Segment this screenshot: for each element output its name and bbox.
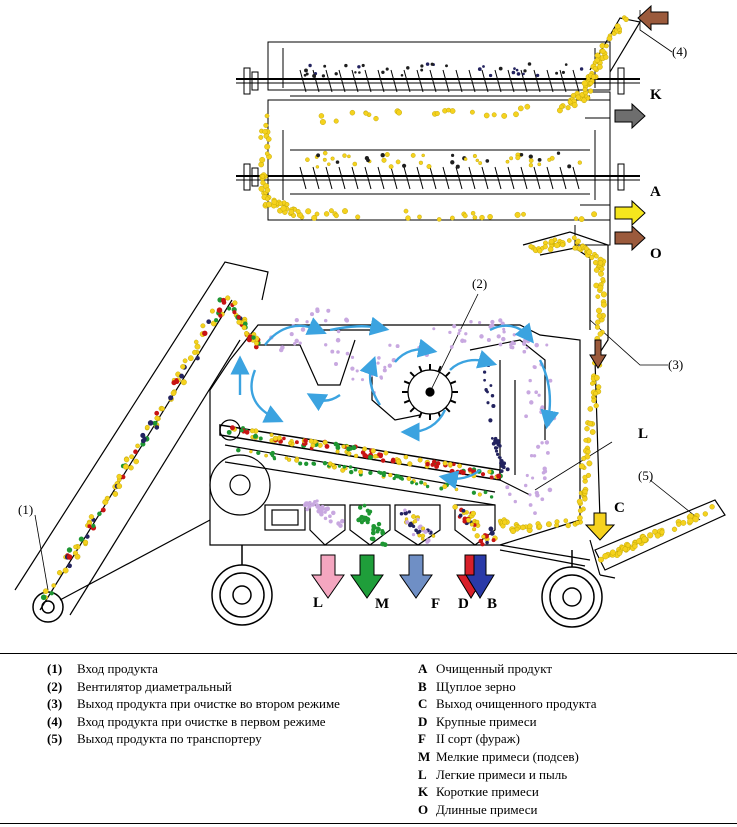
main-body bbox=[14, 231, 609, 616]
drive-pulley bbox=[209, 454, 271, 516]
output-arrow-K bbox=[614, 102, 646, 130]
label-B: B bbox=[487, 596, 498, 612]
output-arrow-side bbox=[589, 339, 607, 369]
inclined-conveyor bbox=[14, 261, 269, 591]
output-arrow-M bbox=[350, 554, 384, 599]
label-O: O bbox=[650, 246, 662, 262]
callout-leaders bbox=[34, 10, 701, 591]
air-flow-arrows bbox=[230, 316, 560, 490]
legend-row: (4)Вход продукта при очистке в первом ре… bbox=[47, 713, 326, 729]
legend-row: (1)Вход продукта bbox=[47, 661, 158, 676]
callout-4: (4) bbox=[672, 44, 688, 59]
output-arrow-A bbox=[614, 199, 646, 227]
callout-5: (5) bbox=[638, 468, 654, 483]
label-A: A bbox=[650, 184, 661, 200]
discharge-conveyor bbox=[589, 499, 726, 579]
legend-callouts: (1)Вход продукта (2)Вентилятор диаметрал… bbox=[47, 660, 340, 748]
input-arrow-4 bbox=[637, 4, 669, 32]
wheels bbox=[32, 545, 603, 628]
diametral-fan bbox=[402, 293, 479, 420]
callout-2: (2) bbox=[472, 276, 488, 291]
label-C: C bbox=[614, 500, 625, 516]
legend-row: (2)Вентилятор диаметральный bbox=[47, 678, 232, 694]
output-arrow-L bbox=[311, 554, 345, 599]
label-M: M bbox=[375, 596, 390, 612]
machine-diagram: (1) (2) (3) (4) (5) K A O L C L M F D B bbox=[14, 4, 726, 628]
callout-1: (1) bbox=[18, 502, 34, 517]
label-F: F bbox=[431, 596, 441, 612]
output-arrow-O bbox=[614, 224, 646, 252]
legend-row: (5)Выход продукта по транспортеру bbox=[47, 731, 262, 747]
grain-particles bbox=[40, 15, 715, 601]
legend-top-rule bbox=[0, 653, 737, 654]
output-arrow-F bbox=[399, 554, 433, 599]
legend-row: (3)Выход продукта при очистке во втором … bbox=[47, 696, 340, 712]
lower-drum-frame bbox=[267, 99, 611, 221]
separator-machine-drawing bbox=[14, 4, 726, 628]
callout-3: (3) bbox=[668, 357, 684, 372]
label-K: K bbox=[650, 87, 662, 103]
auger-flights bbox=[299, 69, 580, 190]
label-L-side: L bbox=[638, 426, 649, 442]
vertical-elevator bbox=[522, 231, 609, 521]
label-L: L bbox=[313, 595, 324, 611]
label-D: D bbox=[458, 596, 469, 612]
legend-bottom-rule bbox=[0, 823, 737, 824]
output-arrows bbox=[311, 4, 669, 599]
upper-drum-frame bbox=[267, 41, 611, 91]
output-arrow-B bbox=[465, 554, 495, 599]
output-arrow-C bbox=[584, 512, 616, 541]
